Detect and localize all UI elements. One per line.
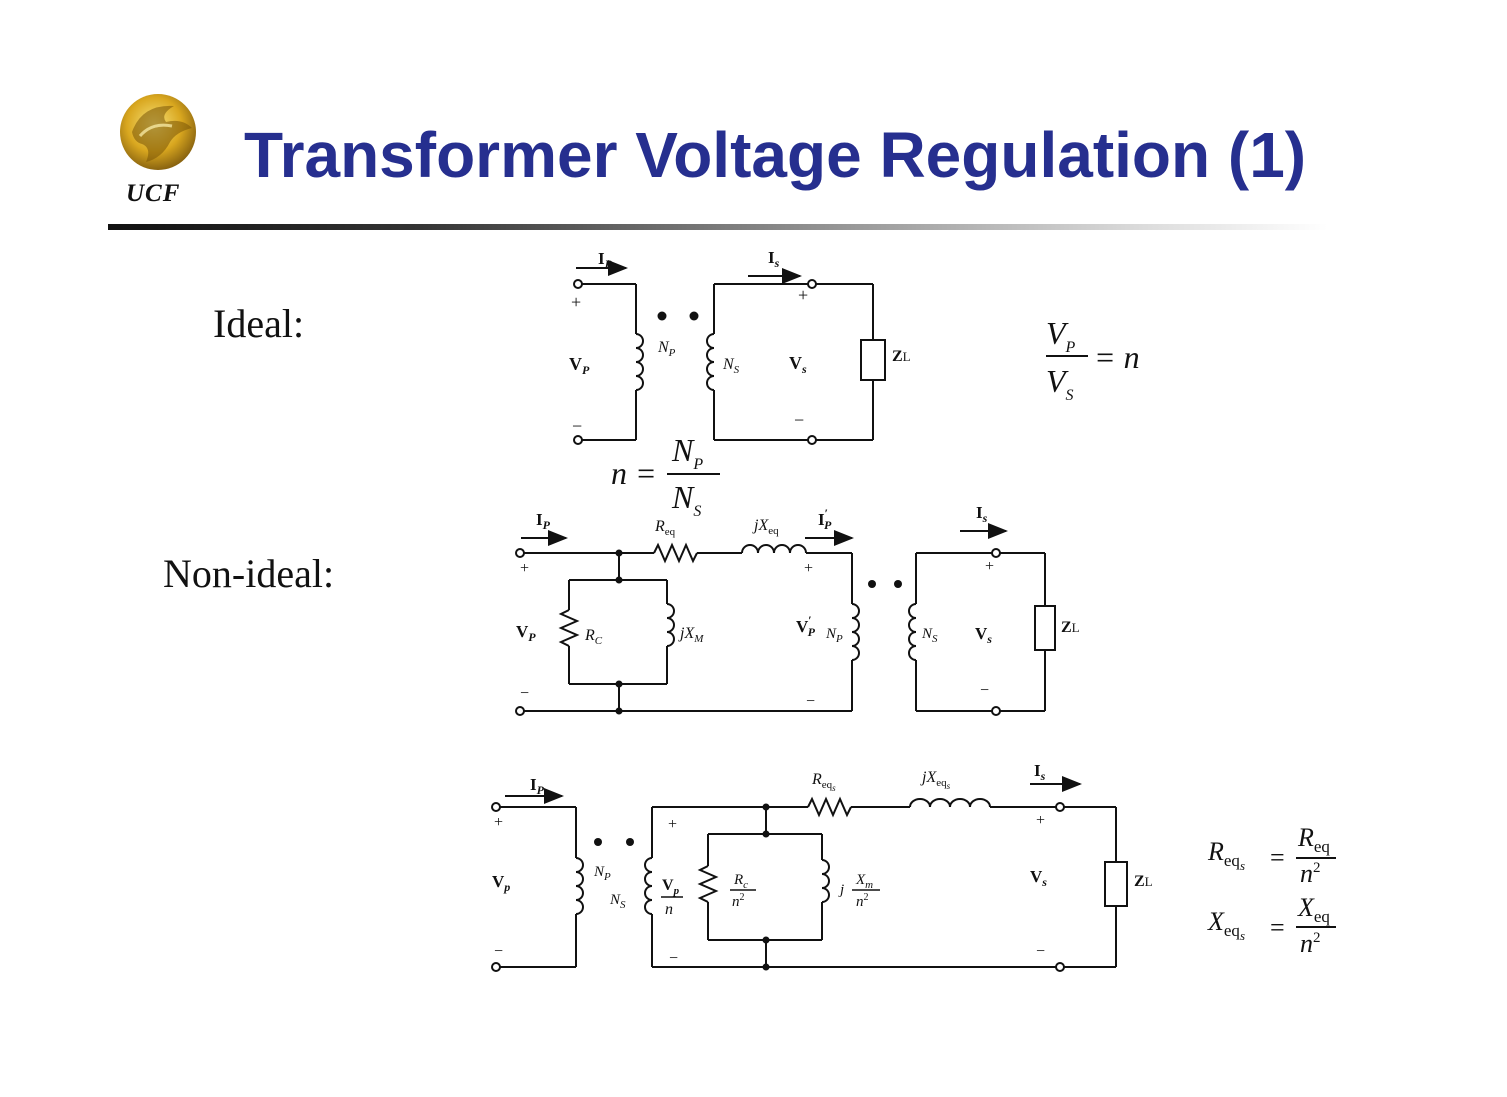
c2-plus-mid: + [804,560,813,577]
c3-minus: − [494,943,503,960]
c2-rc-label: RC [584,627,603,647]
eq-n-num: NP [671,432,703,473]
eq-ratio-den: VS [1046,363,1074,404]
c2-minus-s: − [980,682,989,699]
c1-minus-s: − [794,410,804,430]
terminal [491,962,501,972]
dot-polarity-mark [689,311,699,321]
c2-plus: + [520,560,529,577]
eq-n-lhs: n = [611,455,657,491]
c3-plus: + [494,814,503,831]
c1-zl-label: ZL [892,348,911,365]
c2-minus: − [520,685,529,702]
c2-vp-label: VP [516,622,536,644]
c3-rc-num: Rc [733,872,748,891]
eq-reqs-den: n2 [1300,859,1321,888]
c2-is-label: Is [976,503,988,525]
eq-xeqs-num: Xeq [1297,893,1330,926]
eq-ratio-rhs: = n [1094,339,1140,375]
c3-is-label: Is [1034,761,1046,783]
c3-ns-label: NS [609,892,626,911]
c2-ip-label: IP [536,510,551,532]
c2-vpp-label: V′P [796,613,816,639]
terminal [573,435,583,445]
c3-vp-label: Vp [492,872,510,894]
c2-vs-label: Vs [975,624,992,646]
c1-np-label: NP [657,339,676,359]
c1-vs-label: Vs [789,353,807,376]
dot-polarity-mark [894,580,902,588]
c2-ns-label: NS [921,626,938,645]
eq-ratio-num: VP [1046,315,1076,356]
c3-minus-s: − [1036,943,1045,960]
c3-vpn-num: Vp [662,877,680,897]
c3-xm-num: Xm [855,872,873,891]
non-ideal-label: Non-ideal: [163,551,335,596]
c3-plus-s: + [1036,812,1045,829]
dot-polarity-mark [657,311,667,321]
eq-xeqs-equals: = [1270,913,1285,942]
eq-reqs-num: Req [1297,823,1330,856]
terminal [1055,962,1065,972]
c2-zl-label: ZL [1061,619,1080,636]
c3-xm-pre: j [838,882,844,898]
referred-circuit [500,776,1128,968]
dot-polarity-mark [626,838,634,846]
terminal [807,435,817,445]
terminal [491,802,501,812]
c2-np-label: NP [825,626,843,645]
c1-is-label: Is [768,248,780,270]
c2-req-label: Req [654,518,676,538]
c3-zl-label: ZL [1134,873,1153,890]
eq-xeqs-lhs: Xeqs [1207,907,1245,943]
dot-polarity-mark [868,580,876,588]
terminal [1055,802,1065,812]
terminal [515,706,525,716]
eq-xeqs-den: n2 [1300,929,1321,958]
title-divider [108,224,1328,230]
c2-plus-s: + [985,558,994,575]
c3-ip-label: IP [530,775,545,797]
slide-title: Transformer Voltage Regulation (1) [244,119,1307,191]
c1-ns-label: NS [722,356,740,376]
c3-vpn-den: n [665,901,673,918]
terminal [991,706,1001,716]
eq-reqs-equals: = [1270,843,1285,872]
eq-reqs-lhs: Reqs [1207,837,1245,873]
logo-text: UCF [126,180,181,207]
c3-minus-mid: − [669,950,678,967]
non-ideal-circuit [521,523,1056,712]
terminal [573,279,583,289]
terminal [515,548,525,558]
dot-polarity-mark [594,838,602,846]
c3-np-label: NP [593,864,611,883]
eq-n-den: NS [671,479,701,520]
c2-jxm-label: jXM [678,625,704,645]
c3-xm-den: n2 [856,892,869,910]
terminal [807,279,817,289]
c1-vp-label: VP [569,354,590,377]
c1-plus-s: + [798,285,808,305]
c3-vs-label: Vs [1030,867,1047,889]
terminal [991,548,1001,558]
c2-minus-mid: − [806,693,815,710]
ideal-label: Ideal: [213,301,305,346]
c1-plus: + [571,292,581,312]
c3-plus-mid: + [668,816,677,833]
ucf-pegasus-logo [120,94,196,170]
c3-jxeqs-label: jXeqs [920,769,951,791]
c3-reqs-label: Reqs [811,771,836,793]
c2-ipp-label: I′P [818,506,832,532]
ideal-circuit [576,260,886,441]
c3-rc-den: n2 [732,892,745,910]
c1-minus: − [572,416,582,436]
c2-jxeq-label: jXeq [752,517,779,537]
c1-ip-label: IP [598,249,613,271]
